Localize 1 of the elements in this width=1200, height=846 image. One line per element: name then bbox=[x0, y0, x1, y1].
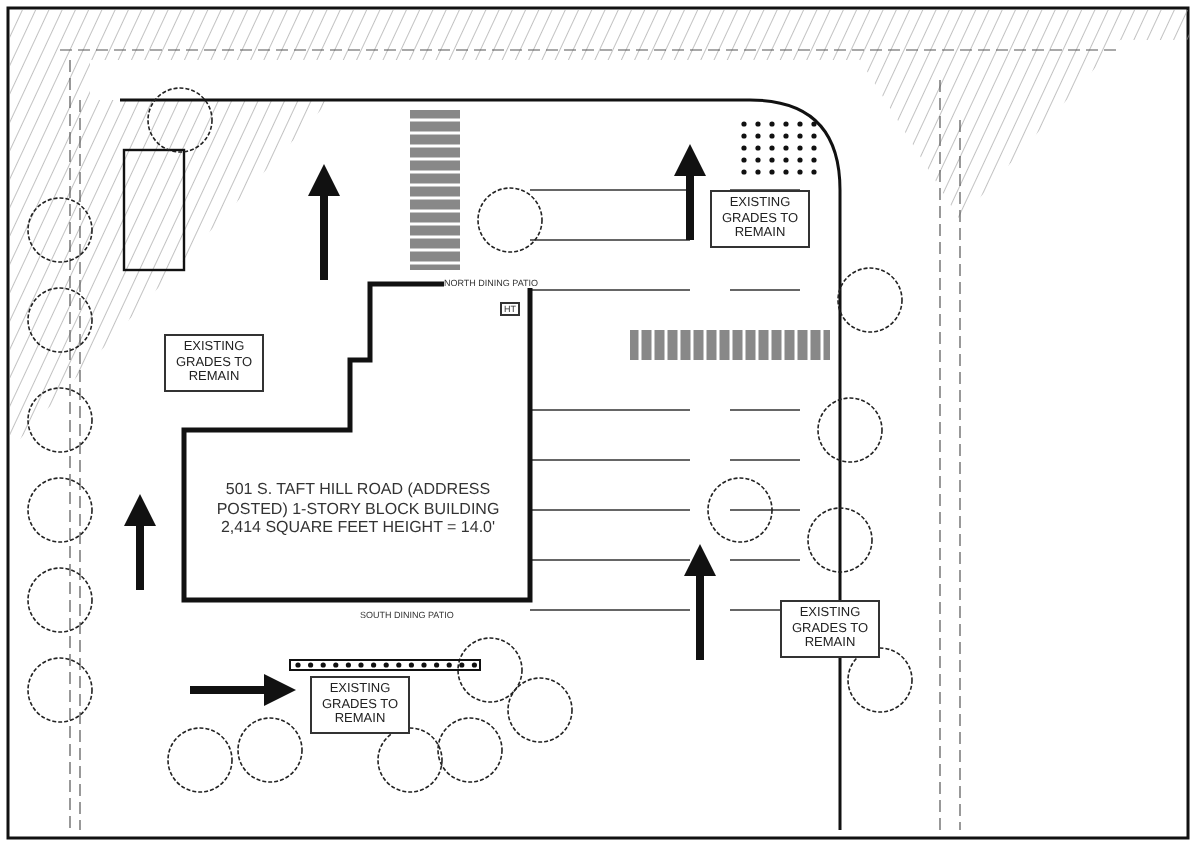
building-label: 501 S. TAFT HILL ROAD (ADDRESS POSTED) 1-STORY BLOCK BUILDING 2,414 SQUARE FEET HEIGHT = 14.0' bbox=[214, 480, 502, 537]
